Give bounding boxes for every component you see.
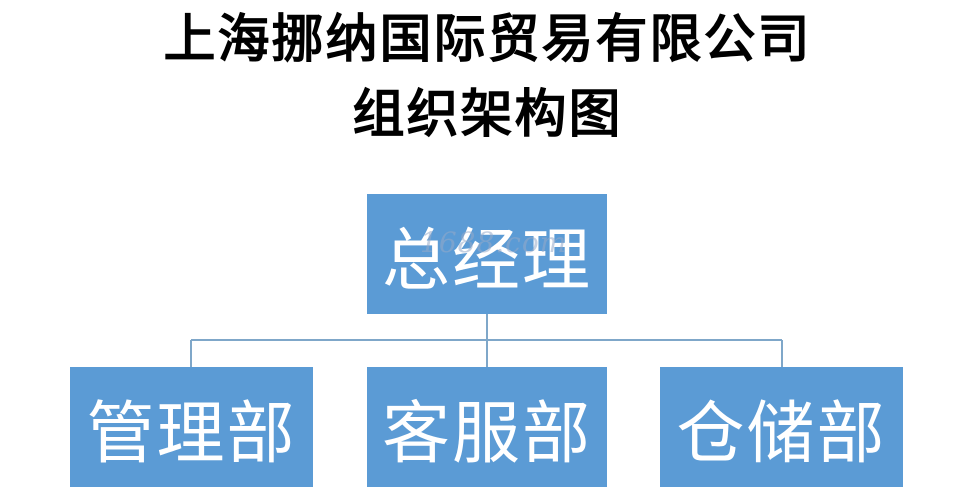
node-general-manager-label: 总经理 [381, 221, 592, 301]
node-customer-service-dept-label: 客服部 [381, 394, 592, 474]
node-general-manager: 总经理 [367, 194, 607, 314]
node-management-dept-label: 管理部 [86, 394, 297, 474]
node-warehouse-dept: 仓储部 [660, 367, 903, 487]
node-warehouse-dept-label: 仓储部 [676, 394, 887, 474]
node-customer-service-dept: 客服部 [367, 367, 607, 487]
node-management-dept: 管理部 [70, 367, 313, 487]
chart-title: 上海挪纳国际贸易有限公司 [163, 10, 812, 70]
chart-subtitle: 组织架构图 [352, 85, 623, 145]
